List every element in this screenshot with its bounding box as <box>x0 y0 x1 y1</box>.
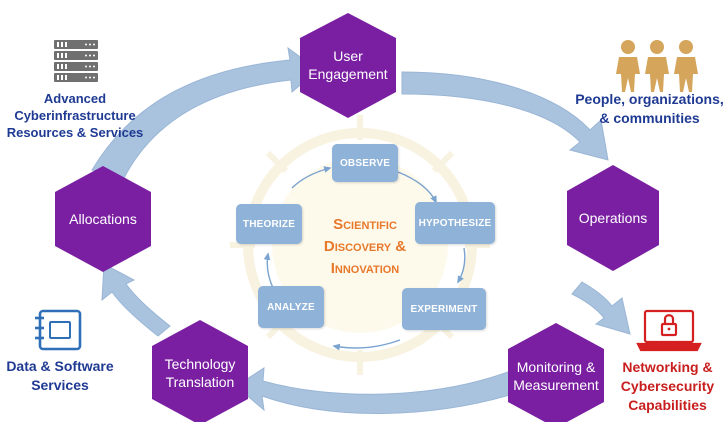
hex-label-operations: Operations <box>578 210 648 226</box>
step-theorize: THEORIZE <box>236 204 302 244</box>
people-group-icon <box>616 40 698 92</box>
notebook-icon <box>35 309 82 351</box>
hex-label-allocations: Allocations <box>69 211 137 227</box>
center-title-line-1: Scientific <box>333 216 397 233</box>
hex-user-engagement <box>300 13 396 118</box>
cycle-arrows <box>91 46 631 415</box>
server-rack-icon <box>54 40 98 82</box>
step-analyze: ANALYZE <box>258 286 324 328</box>
hex-label-monitoring: Monitoring &Measurement <box>513 358 599 393</box>
label-networking: Networking & Cybersecurity Capabilities <box>620 359 715 413</box>
arrow-engagement-to-operations <box>401 71 609 161</box>
step-observe: OBSERVE <box>332 144 398 182</box>
hexagons <box>55 13 659 422</box>
label-people: People, organizations, & communities <box>575 91 724 126</box>
center-title-line-2: Discovery & <box>323 238 407 255</box>
step-experiment: EXPERIMENT <box>402 288 486 330</box>
hex-technology <box>152 320 248 422</box>
step-hypothesize: HYPOTHESIZE <box>415 202 495 244</box>
hex-monitoring <box>508 323 604 422</box>
hex-allocations <box>55 166 151 272</box>
hex-operations <box>567 165 659 271</box>
arrow-technology-to-allocations <box>101 263 171 337</box>
arrow-monitoring-to-technology <box>235 367 521 415</box>
arrow-operations-to-monitoring <box>571 281 631 335</box>
center-title-line-3: Innovation <box>330 260 400 277</box>
center-title: Scientific Discovery & Innovation <box>312 214 418 280</box>
label-data-software: Data & Software Services <box>6 358 114 393</box>
laptop-lock-icon <box>636 309 702 352</box>
label-cyberinfrastructure: Advanced Cyberinfrastructure Resources &… <box>6 91 144 140</box>
